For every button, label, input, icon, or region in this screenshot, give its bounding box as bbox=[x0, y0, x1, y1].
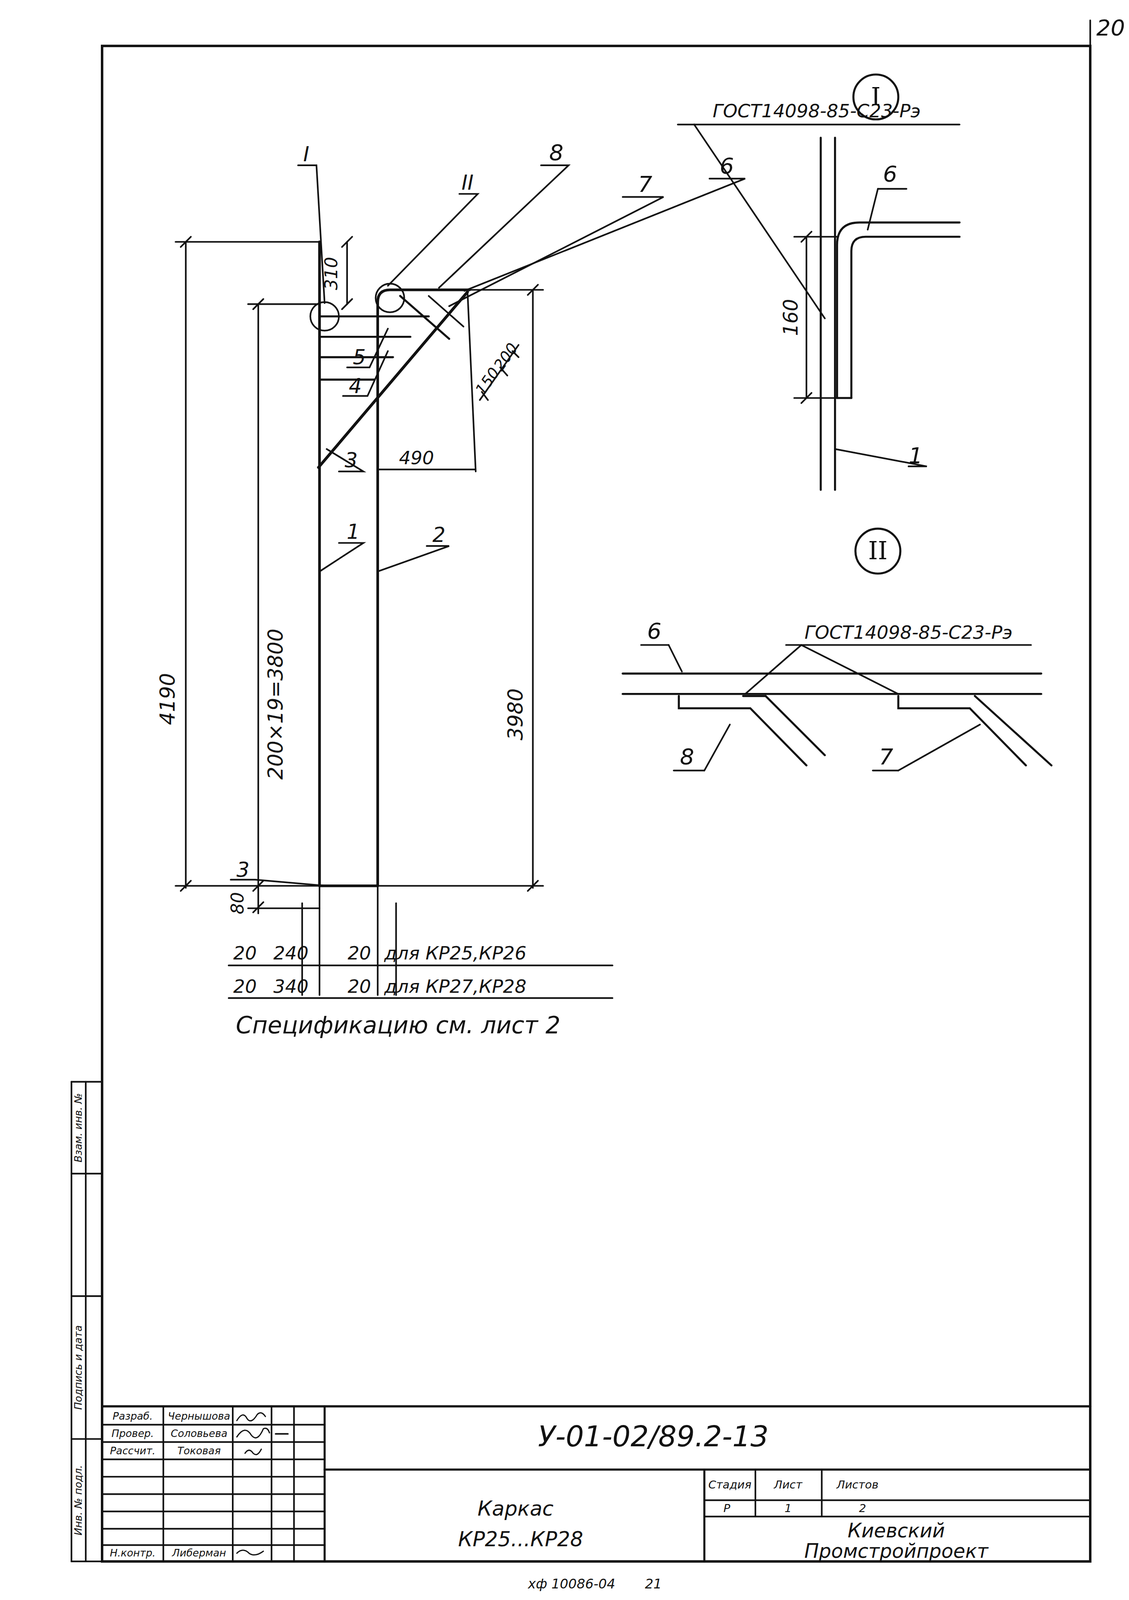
callout-number: 3 bbox=[236, 859, 250, 880]
dimension: 490 bbox=[398, 449, 435, 468]
title-cell: Р bbox=[723, 1503, 731, 1515]
organization: Киевский bbox=[847, 1521, 946, 1541]
title-cell: Токовая bbox=[177, 1446, 221, 1457]
dimension: 4190 bbox=[157, 673, 178, 726]
title-cell: Лист bbox=[773, 1479, 803, 1491]
callout-number: 7 bbox=[638, 173, 653, 197]
callout-number: 6 bbox=[647, 620, 662, 644]
drawing-title: Каркас bbox=[477, 1498, 554, 1520]
callout-number: 1 bbox=[908, 445, 923, 468]
detail-circle: II bbox=[855, 528, 901, 574]
archive-number: хф 10086-04 bbox=[527, 1577, 616, 1592]
detail-ref: I bbox=[303, 143, 310, 165]
title-cell: Разраб. bbox=[112, 1411, 153, 1422]
margin-field: Взам. инв. № bbox=[73, 1093, 84, 1163]
dimension: 3980 bbox=[505, 688, 526, 741]
dimension: 240 bbox=[273, 944, 309, 963]
document-code: У-01-02/89.2-13 bbox=[538, 1423, 769, 1452]
title-cell: Либерман bbox=[171, 1548, 227, 1559]
callout-number: 8 bbox=[549, 141, 564, 165]
dimension: 200 bbox=[491, 340, 522, 374]
title-cell: Соловьева bbox=[170, 1428, 228, 1440]
margin-field: Подпись и дата bbox=[73, 1325, 84, 1410]
note: для КР27,КР28 bbox=[384, 977, 527, 997]
callout-number: 3 bbox=[344, 450, 358, 471]
title-cell: Провер. bbox=[111, 1428, 154, 1440]
title-cell: Листов bbox=[836, 1479, 879, 1491]
dimension: 150 bbox=[473, 365, 503, 399]
title-cell: 1 bbox=[784, 1503, 792, 1515]
callout-number: 1 bbox=[346, 521, 360, 543]
detail-ref: II bbox=[461, 172, 474, 193]
title-cell: Н.контр. bbox=[109, 1548, 156, 1559]
callout-number: 6 bbox=[882, 163, 898, 187]
dimension: 160 bbox=[781, 299, 802, 336]
callout-number: 8 bbox=[679, 746, 695, 769]
dimension: 200×19=3800 bbox=[265, 628, 286, 780]
note: для КР25,КР26 bbox=[384, 944, 527, 963]
dimension: 340 bbox=[273, 977, 309, 997]
callout-number: 6 bbox=[719, 155, 735, 178]
title-cell: Рассчит. bbox=[109, 1446, 156, 1457]
callout-number: 7 bbox=[878, 746, 894, 769]
weld-spec: ГОСТ14098-85-С23-Рэ bbox=[804, 623, 1013, 643]
dimension: 20 bbox=[233, 977, 257, 997]
note: Спецификацию см. лист 2 bbox=[235, 1014, 561, 1038]
sheet-number: 20 bbox=[1096, 17, 1126, 40]
dimension: 80 bbox=[229, 892, 247, 915]
callout-number: 2 bbox=[432, 524, 446, 546]
dimension: 20 bbox=[347, 977, 372, 997]
detail-mark: II bbox=[868, 538, 888, 564]
dimension: 20 bbox=[233, 944, 257, 963]
drawing-title: КР25...КР28 bbox=[458, 1529, 583, 1550]
organization: Промстройпроект bbox=[804, 1541, 989, 1562]
callout-number: 5 bbox=[352, 347, 366, 368]
dimension: 20 bbox=[347, 944, 372, 963]
archive-number: 21 bbox=[644, 1577, 662, 1592]
title-cell: 2 bbox=[858, 1503, 866, 1515]
dimension: 310 bbox=[323, 256, 341, 291]
margin-field: Инв. № подл. bbox=[73, 1465, 84, 1536]
title-cell: Чернышова bbox=[167, 1411, 231, 1422]
weld-spec: ГОСТ14098-85-С23-Рэ bbox=[712, 102, 921, 121]
title-cell: Стадия bbox=[708, 1479, 752, 1491]
callout-number: 4 bbox=[348, 375, 362, 396]
